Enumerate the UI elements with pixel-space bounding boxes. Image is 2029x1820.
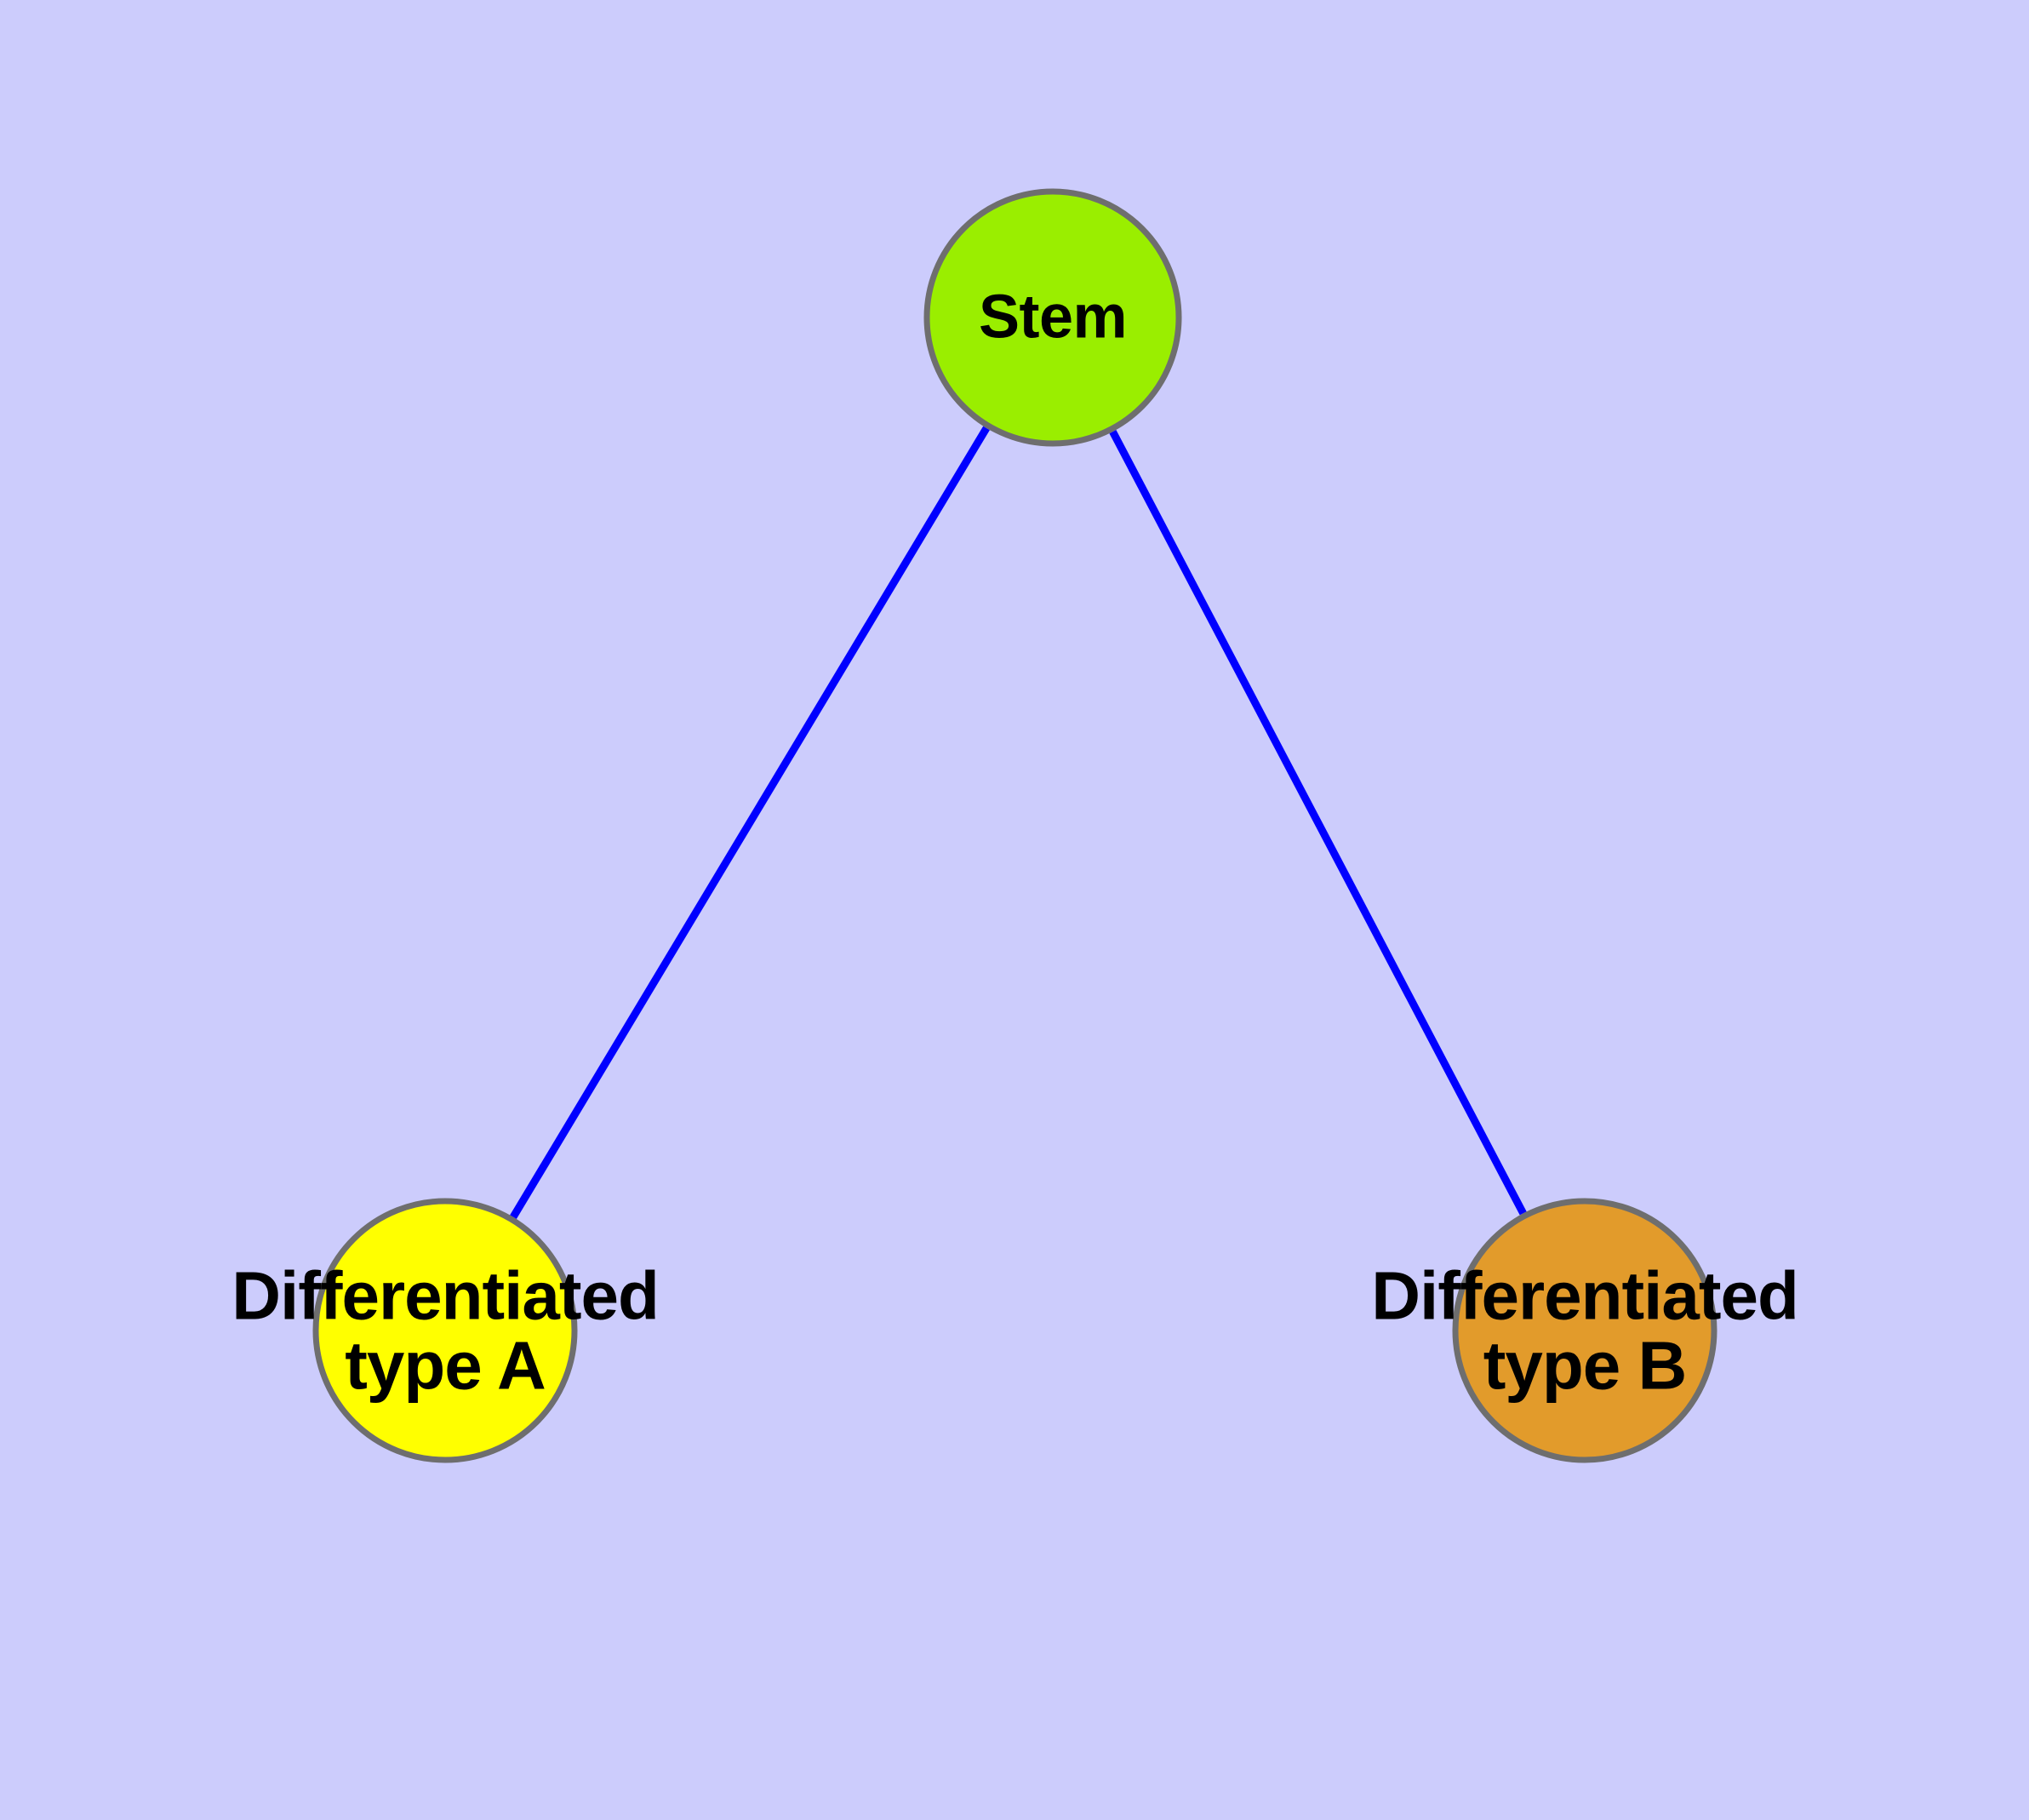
edge-stem-diff-b xyxy=(1109,430,1527,1216)
node-circle-diff-a[interactable] xyxy=(312,1198,578,1463)
node-circle-stem[interactable] xyxy=(923,188,1182,447)
edges-group xyxy=(510,426,1527,1219)
node-circle-diff-b[interactable] xyxy=(1452,1198,1718,1463)
edge-stem-diff-a xyxy=(510,426,990,1219)
nodes-group xyxy=(312,188,1718,1463)
